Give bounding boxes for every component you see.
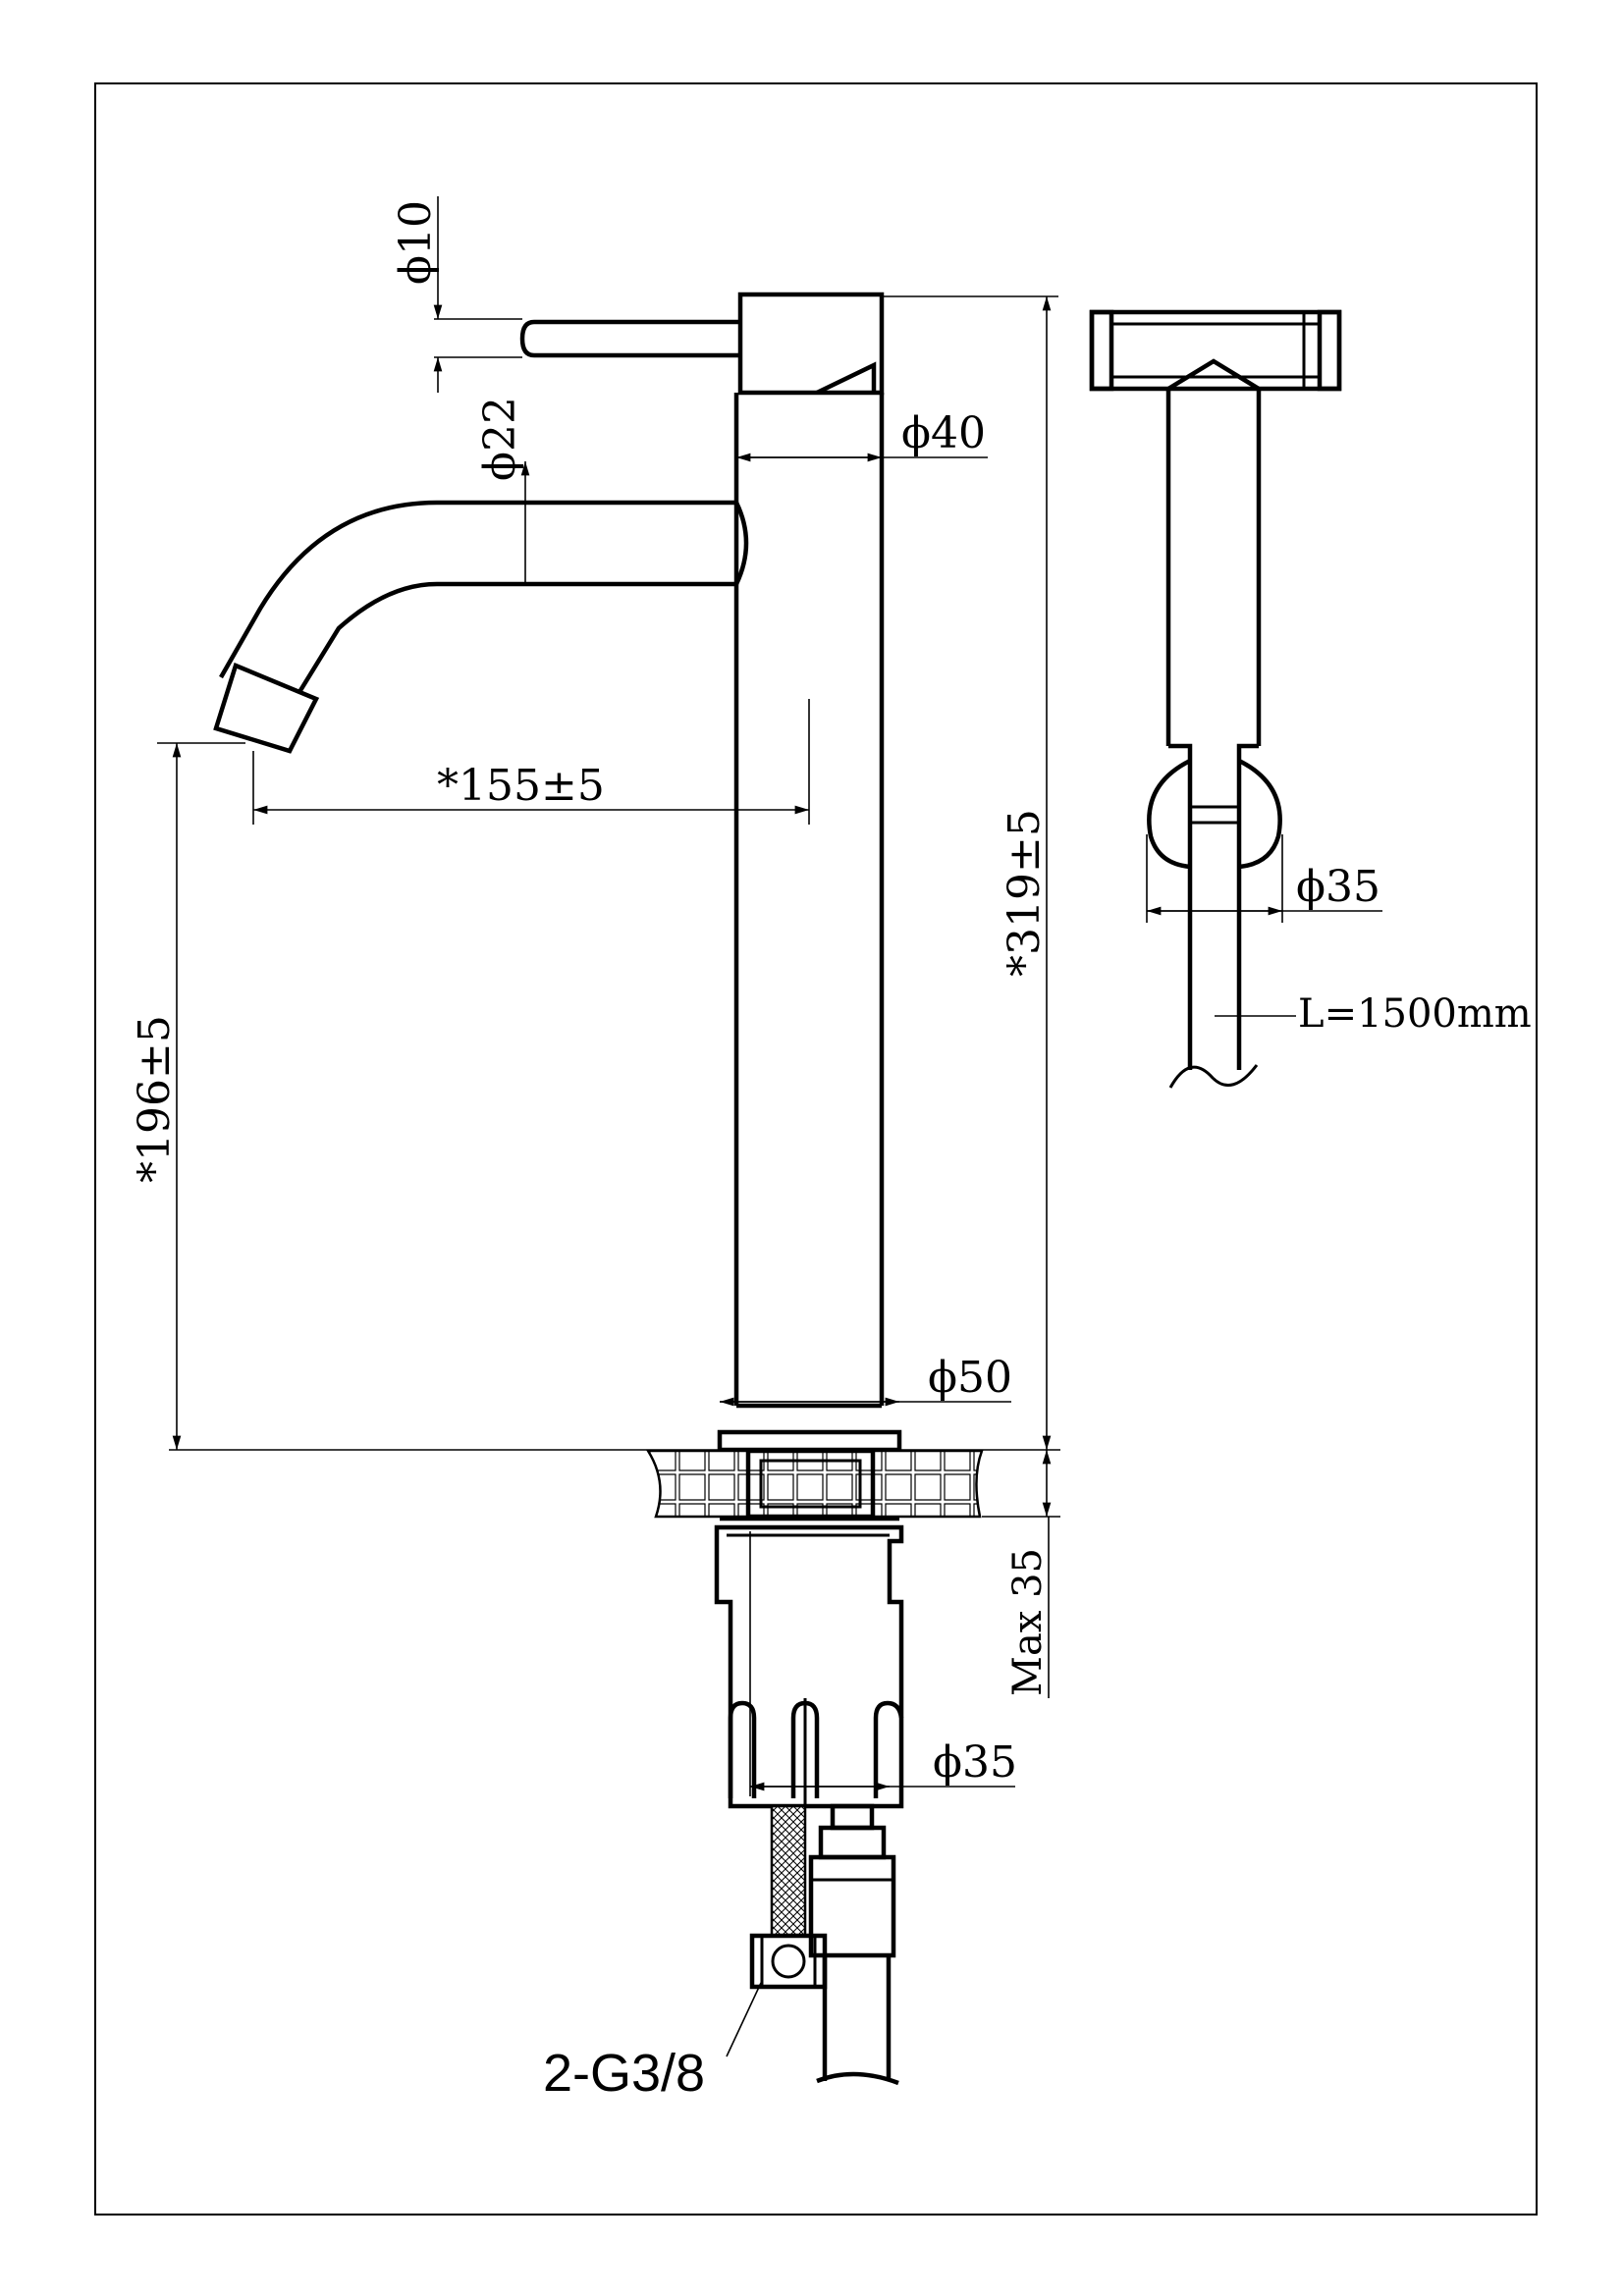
handle-shaft bbox=[1168, 389, 1259, 746]
dim-body-diameter: ϕ40 bbox=[901, 408, 986, 458]
dim-handle-diameter: ϕ10 bbox=[391, 200, 441, 285]
handle-side-view bbox=[1092, 312, 1339, 1088]
drawing-frame bbox=[95, 83, 1537, 2215]
dim-shank-diameter: ϕ35 bbox=[933, 1737, 1017, 1788]
dim-handle-side-diameter: ϕ35 bbox=[1296, 862, 1380, 912]
dim-spout-height: *196±5 bbox=[130, 1015, 180, 1183]
dimensions: ϕ10 ϕ22 ϕ40 *155±5 *319±5 *196±5 ϕ50 Max… bbox=[130, 196, 1532, 2103]
callout-connection: 2-G3/8 bbox=[543, 2044, 705, 2103]
callout-hose-length: L=1500mm bbox=[1298, 991, 1532, 1037]
dim-base-diameter: ϕ50 bbox=[928, 1353, 1012, 1403]
dim-reach: *155±5 bbox=[437, 761, 605, 811]
base-ring bbox=[720, 1432, 899, 1450]
spout bbox=[221, 503, 736, 692]
mounting-nut bbox=[717, 1527, 901, 1806]
faucet-front-view bbox=[216, 294, 982, 2083]
hose-connector bbox=[811, 1857, 893, 1955]
counter-top bbox=[648, 1451, 982, 1517]
aerator bbox=[216, 666, 316, 751]
dim-total-height: *319±5 bbox=[1000, 809, 1050, 977]
dim-max-counter-thickness: Max 35 bbox=[1005, 1548, 1051, 1696]
lever-handle bbox=[522, 322, 740, 355]
handle-cap bbox=[740, 294, 882, 393]
dim-spout-diameter: ϕ22 bbox=[475, 397, 525, 481]
wall-bracket bbox=[1149, 761, 1279, 867]
faucet-body bbox=[736, 393, 882, 1406]
braided-hose bbox=[772, 1806, 805, 1936]
